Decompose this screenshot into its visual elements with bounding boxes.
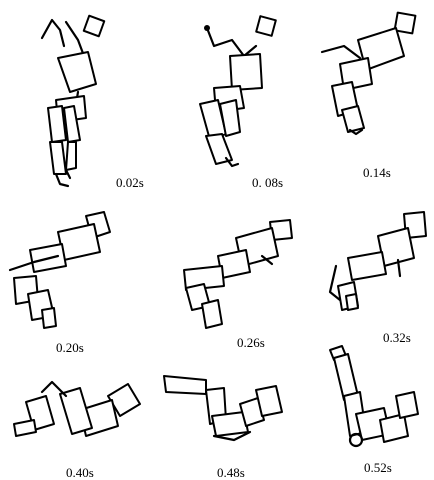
- time-label-frame-5: 0.26s: [237, 335, 265, 350]
- time-label-frame-4: 0.20s: [56, 340, 84, 355]
- figure-frame-6: [328, 211, 427, 311]
- time-label-frame-8: 0.48s: [217, 465, 245, 480]
- figure-frame-7: [13, 380, 141, 437]
- figure-frame-9: [329, 345, 419, 448]
- figure-frame-5: [183, 219, 293, 329]
- figure-frame-2: [199, 15, 277, 168]
- figure-frame-8: [163, 375, 283, 442]
- figure-frame-4: [8, 211, 111, 329]
- time-label-frame-9: 0.52s: [364, 460, 392, 475]
- time-label-frame-1: 0.02s: [116, 175, 144, 190]
- figure-frame-1: [40, 14, 106, 188]
- time-label-frame-7: 0.40s: [66, 465, 94, 480]
- figure-frame-3: [320, 11, 417, 136]
- time-label-frame-2: 0. 08s: [252, 175, 284, 190]
- time-label-frame-6: 0.32s: [383, 330, 411, 345]
- time-label-frame-3: 0.14s: [363, 165, 391, 180]
